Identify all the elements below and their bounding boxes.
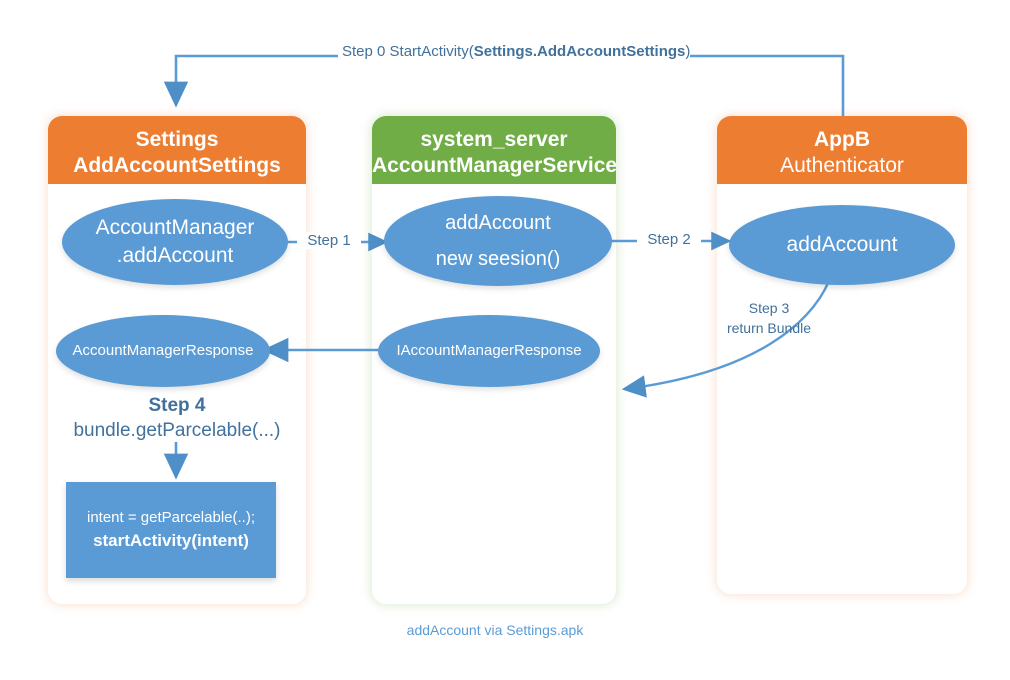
- node-start-activity-line2: startActivity(intent): [93, 530, 249, 550]
- node-accountmanager-response-line1: AccountManagerResponse: [72, 342, 254, 360]
- label-step1: Step 1: [297, 232, 361, 249]
- lane-appb-title-line2: Authenticator: [780, 153, 904, 177]
- lane-system-server-title-line2: AccountManagerService: [372, 153, 618, 177]
- diagram-caption: addAccount via Settings.apk: [406, 622, 584, 638]
- label-step4-line1: Step 4: [148, 395, 206, 416]
- connector-step0: [163, 54, 845, 116]
- node-accountmanager-response[interactable]: AccountManagerResponse: [56, 315, 270, 387]
- lane-settings-title-line2: AddAccountSettings: [73, 153, 281, 177]
- label-step0-prefix: Step 0 StartActivity(: [342, 43, 474, 60]
- node-start-activity-box[interactable]: intent = getParcelable(..); startActivit…: [66, 482, 276, 578]
- label-step2: Step 2: [637, 231, 701, 248]
- label-step0: Step 0 StartActivity(Settings.AddAccount…: [338, 43, 690, 60]
- lane-system-server-header: system_server AccountManagerService: [372, 116, 618, 184]
- lane-appb-header: AppB Authenticator: [717, 116, 967, 184]
- node-accountmanager-addaccount-line2: .addAccount: [116, 244, 234, 267]
- node-accountmanager-addaccount[interactable]: AccountManager .addAccount: [62, 199, 288, 285]
- lane-appb: AppB Authenticator: [717, 116, 967, 594]
- label-step4: Step 4 bundle.getParcelable(...): [46, 393, 308, 444]
- label-step3-line1: Step 3: [748, 300, 790, 316]
- node-appb-addaccount-line1: addAccount: [786, 233, 898, 257]
- lane-system-server-title-line1: system_server: [420, 128, 568, 151]
- lane-settings-title-line1: Settings: [135, 128, 219, 151]
- node-server-addaccount-line2: new seesion(): [435, 247, 561, 270]
- node-iaccountmanager-response-line1: IAccountManagerResponse: [396, 342, 582, 360]
- node-server-addaccount[interactable]: addAccount new seesion(): [384, 196, 612, 286]
- node-iaccountmanager-response[interactable]: IAccountManagerResponse: [378, 315, 600, 387]
- label-step3: Step 3 return Bundle: [694, 299, 844, 339]
- label-step0-suffix: ): [685, 43, 691, 60]
- lane-settings-header: Settings AddAccountSettings: [48, 116, 306, 184]
- node-accountmanager-addaccount-line1: AccountManager: [95, 216, 255, 240]
- label-step0-bold: Settings.AddAccountSettings: [473, 43, 686, 60]
- node-appb-addaccount[interactable]: addAccount: [729, 205, 955, 285]
- label-step4-line2: bundle.getParcelable(...): [73, 420, 281, 442]
- label-step3-line2: return Bundle: [726, 319, 812, 336]
- node-server-addaccount-line1: addAccount: [445, 212, 551, 235]
- lane-appb-title-line1: AppB: [814, 128, 870, 151]
- node-start-activity-line1: intent = getParcelable(..);: [86, 508, 255, 526]
